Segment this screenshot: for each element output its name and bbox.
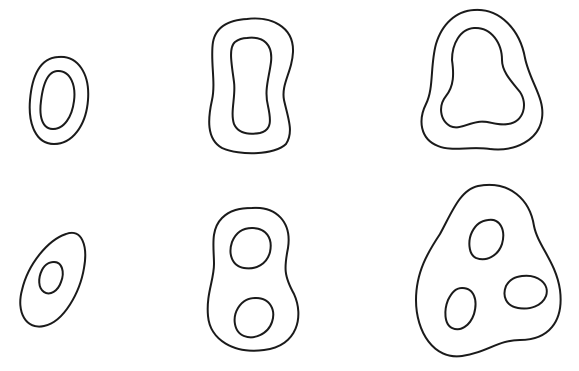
ring-three-lobe xyxy=(422,10,543,150)
hole xyxy=(39,262,63,293)
hole-left xyxy=(445,288,475,329)
inner-boundary xyxy=(231,38,271,134)
shape-two-hole xyxy=(208,208,299,351)
row-holes xyxy=(20,185,560,356)
hole-top xyxy=(469,220,503,259)
outer-boundary xyxy=(20,233,85,327)
ring-one-lobe xyxy=(30,57,89,144)
outer-boundary xyxy=(416,185,561,356)
row-annular xyxy=(30,10,543,153)
inner-boundary xyxy=(441,28,524,127)
inner-boundary xyxy=(40,71,74,129)
ring-two-lobe xyxy=(209,18,293,153)
outer-boundary xyxy=(422,10,543,150)
hole-lower xyxy=(235,298,274,337)
outer-boundary xyxy=(208,208,299,351)
shape-three-hole xyxy=(416,185,561,356)
outer-boundary xyxy=(30,57,89,144)
hole-upper xyxy=(231,228,271,268)
hole-right xyxy=(505,276,547,309)
shape-one-hole xyxy=(20,233,85,327)
